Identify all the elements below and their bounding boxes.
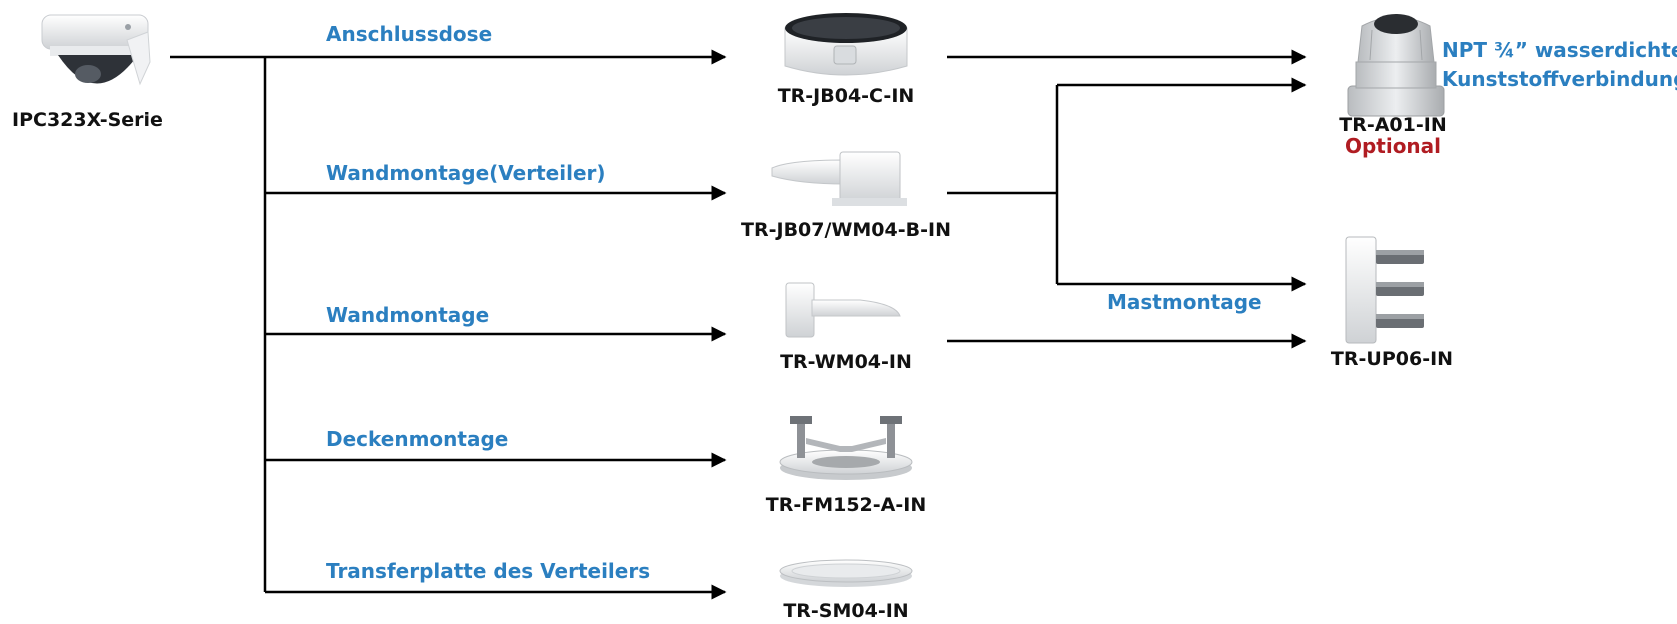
ceiling-mount-image — [779, 416, 913, 480]
waterproof-connector-image — [1347, 14, 1445, 117]
connector-description-line2: Kunststoffverbindung — [1442, 67, 1677, 91]
optional-badge: Optional — [1345, 134, 1441, 158]
product-ceiling-mount: TR-FM152-A-IN — [766, 494, 926, 516]
source-name: IPC323X-Serie — [12, 109, 163, 131]
transfer-plate-image — [779, 559, 913, 587]
mount-label-ceiling-mount: Deckenmontage — [326, 427, 508, 451]
connector-description-line1: NPT ¾” wasserdichte — [1442, 38, 1677, 62]
product-wall-mount: TR-WM04-IN — [780, 351, 912, 373]
product-wall-mount-box: TR-JB07/WM04-B-IN — [741, 219, 951, 241]
wall-mount-box-image — [771, 151, 907, 206]
mount-label-wall-mount: Wandmontage — [326, 303, 489, 327]
product-junction-box: TR-JB04-C-IN — [778, 85, 915, 107]
pole-mount-label: Mastmontage — [1107, 290, 1262, 314]
product-transfer-plate: TR-SM04-IN — [783, 600, 908, 622]
wall-mount-image — [785, 282, 901, 338]
mount-label-junction-box: Anschlussdose — [326, 22, 492, 46]
product-pole-mount: TR-UP06-IN — [1331, 348, 1453, 370]
pole-mount-image — [1345, 236, 1424, 344]
dome-camera-image — [41, 14, 151, 86]
junction-box-image — [784, 13, 908, 76]
product-connector: TR-A01-IN — [1339, 114, 1446, 136]
mount-label-transfer-plate: Transferplatte des Verteilers — [326, 559, 650, 583]
connector-lines — [170, 49, 1307, 600]
mount-label-wall-mount-box: Wandmontage(Verteiler) — [326, 161, 606, 185]
